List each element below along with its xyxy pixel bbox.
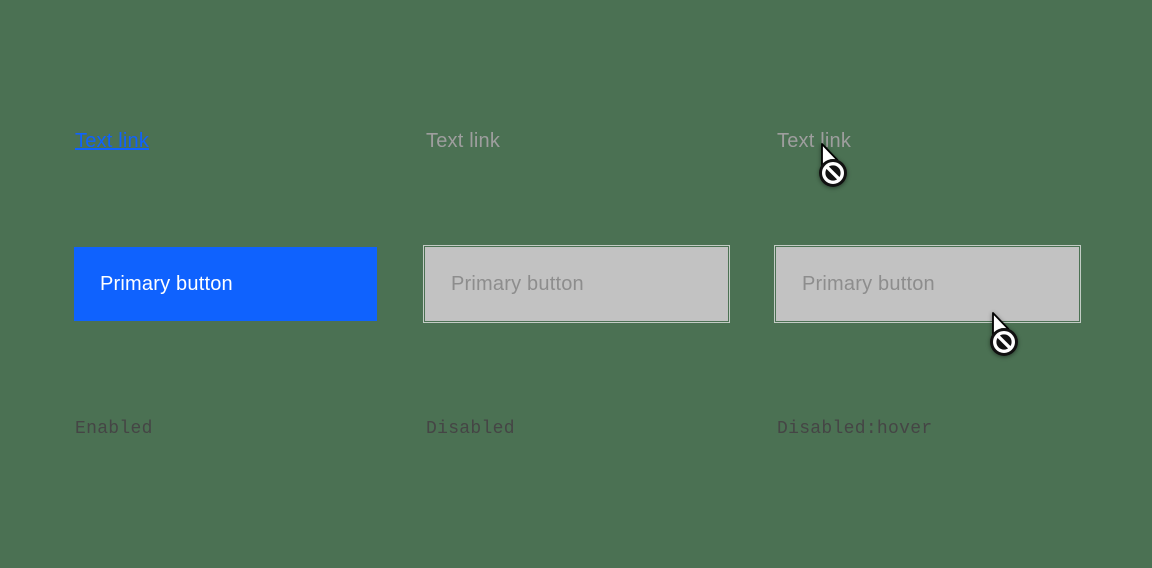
text-link-disabled: Text link bbox=[426, 130, 501, 152]
primary-button-enabled[interactable]: Primary button bbox=[74, 247, 377, 321]
primary-button-disabled-hover: Primary button bbox=[774, 245, 1081, 323]
state-column-disabled: Text link Primary button Disabled bbox=[423, 0, 735, 568]
state-caption-disabled: Disabled bbox=[426, 419, 515, 439]
text-link-enabled[interactable]: Text link bbox=[75, 130, 150, 152]
text-link-disabled-hover: Text link bbox=[777, 130, 852, 152]
state-column-disabled-hover: Text link Primary button Disabled:hover bbox=[774, 0, 1086, 568]
primary-button-disabled: Primary button bbox=[423, 245, 730, 323]
state-caption-enabled: Enabled bbox=[75, 419, 153, 439]
state-caption-disabled-hover: Disabled:hover bbox=[777, 419, 933, 439]
state-column-enabled: Text link Primary button Enabled bbox=[74, 0, 384, 568]
